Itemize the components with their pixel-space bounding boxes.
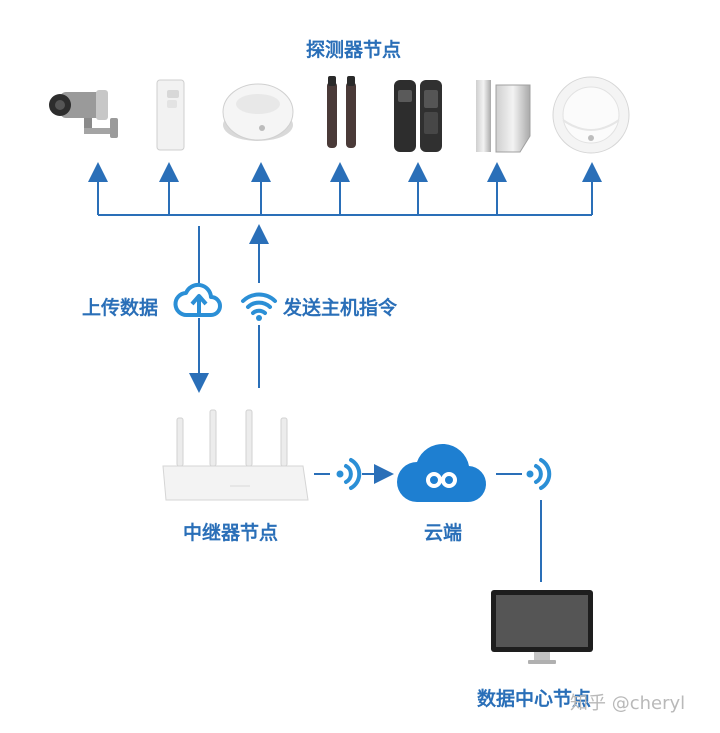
monitor-icon — [491, 590, 593, 664]
device-dual-beam-detector-icon — [394, 80, 442, 152]
wifi-icon — [241, 292, 277, 321]
cloud-label: 云端 — [424, 522, 463, 544]
device-smoke-detector-icon — [222, 83, 294, 141]
relay-node-label: 中继器节点 — [183, 522, 279, 544]
watermark: 知乎 @cheryl — [570, 693, 686, 714]
relay-to-cloud-link — [314, 458, 394, 490]
cloud-to-datacenter-link — [496, 458, 552, 582]
cloud-icon — [397, 443, 487, 503]
send-command-label: 发送主机指令 — [283, 297, 398, 319]
device-bus — [88, 162, 602, 216]
device-infrared-beam-icon — [327, 76, 356, 148]
device-gas-detector-icon — [552, 76, 630, 154]
uplink-lines — [189, 224, 269, 393]
device-pir-sensor-icon — [156, 79, 185, 151]
datacenter-node-label: 数据中心节点 — [477, 688, 592, 710]
cloud-upload-icon — [173, 282, 222, 317]
upload-data-label: 上传数据 — [82, 297, 159, 319]
device-camera-icon — [49, 90, 118, 138]
router-icon — [162, 409, 309, 501]
device-door-contact-icon — [476, 80, 531, 153]
detector-nodes-title: 探测器节点 — [306, 39, 402, 61]
